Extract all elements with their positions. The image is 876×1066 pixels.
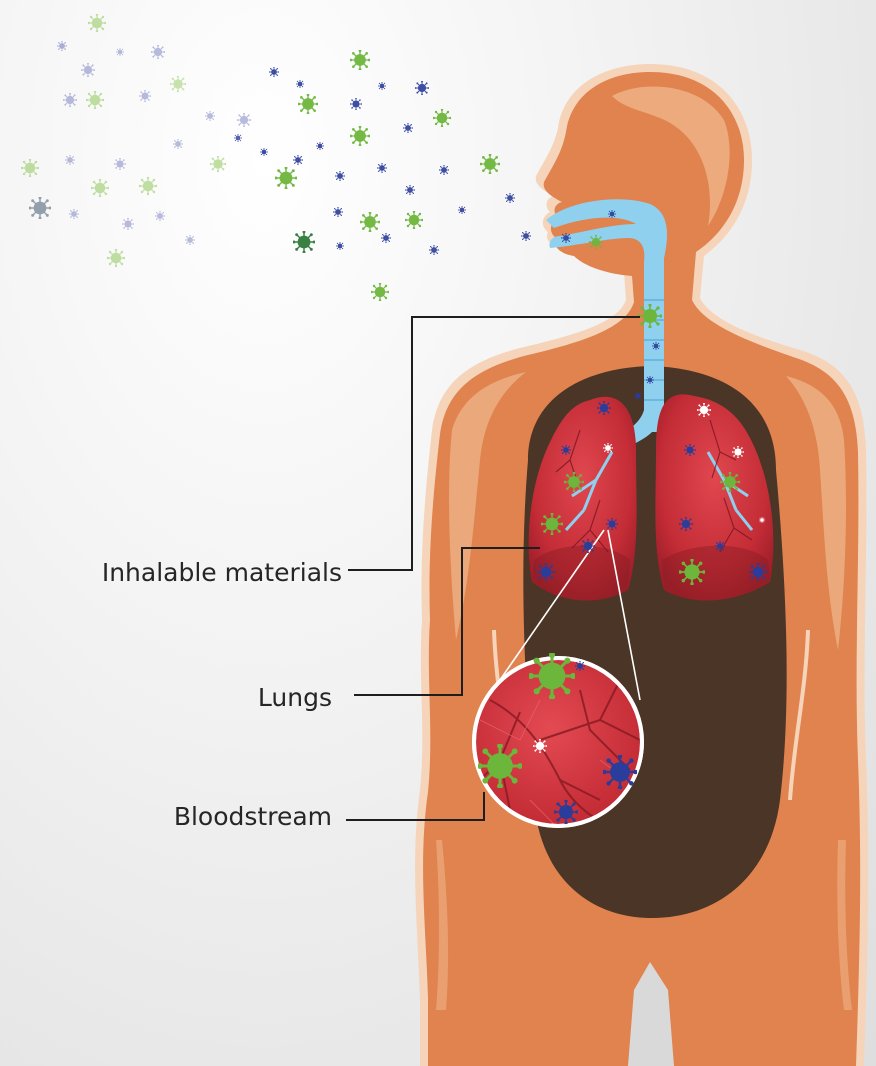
- virus-particle-icon: [86, 91, 105, 110]
- virus-particle-icon: [477, 743, 523, 789]
- virus-particle-icon: [21, 159, 40, 178]
- virus-particle-icon: [116, 48, 124, 56]
- virus-particle-icon: [139, 177, 158, 196]
- virus-particle-icon: [107, 249, 126, 268]
- virus-particle-icon: [122, 218, 135, 231]
- virus-particle-icon: [505, 193, 516, 204]
- virus-particle-icon: [403, 123, 414, 134]
- virus-particle-icon: [65, 155, 76, 166]
- virus-particle-icon: [439, 165, 450, 176]
- virus-particle-icon: [697, 403, 712, 418]
- virus-particle-icon: [715, 541, 726, 552]
- virus-particle-icon: [234, 134, 242, 142]
- virus-particle-icon: [139, 90, 152, 103]
- virus-particle-icon: [350, 98, 363, 111]
- virus-particle-icon: [63, 93, 78, 108]
- virus-particle-icon: [678, 558, 705, 585]
- virus-particle-icon: [237, 113, 252, 128]
- virus-particle-icon: [634, 392, 642, 400]
- virus-particle-icon: [360, 212, 381, 233]
- virus-particle-icon: [458, 206, 466, 214]
- virus-particle-icon: [28, 196, 51, 219]
- virus-particle-icon: [298, 94, 319, 115]
- virus-particle-icon: [561, 233, 572, 244]
- virus-particle-icon: [603, 443, 614, 454]
- virus-particle-icon: [533, 739, 548, 754]
- virus-particle-icon: [81, 63, 96, 78]
- bloodstream-label: Bloodstream: [174, 802, 332, 831]
- virus-particle-icon: [480, 154, 501, 175]
- virus-particle-icon: [170, 76, 187, 93]
- virus-particle-icon: [759, 517, 765, 523]
- virus-particle-icon: [646, 376, 654, 384]
- virus-particle-icon: [57, 41, 68, 52]
- virus-particle-icon: [335, 171, 346, 182]
- virus-particle-icon: [597, 401, 612, 416]
- virus-particle-icon: [173, 139, 184, 150]
- virus-particle-icon: [350, 50, 371, 71]
- virus-particle-icon: [608, 210, 616, 218]
- virus-particle-icon: [69, 209, 80, 220]
- virus-particle-icon: [679, 517, 694, 532]
- virus-particle-icon: [91, 179, 110, 198]
- virus-particle-icon: [381, 233, 392, 244]
- virus-particle-icon: [274, 166, 297, 189]
- virus-particle-icon: [564, 472, 585, 493]
- virus-particle-icon: [575, 661, 586, 672]
- virus-particle-icon: [720, 472, 741, 493]
- virus-particle-icon: [732, 446, 745, 459]
- virus-particle-icon: [637, 303, 662, 328]
- virus-particle-icon: [684, 444, 697, 457]
- virus-particle-icon: [350, 126, 371, 147]
- virus-particle-icon: [371, 283, 390, 302]
- virus-particle-icon: [589, 235, 604, 250]
- virus-particle-icon: [336, 242, 344, 250]
- virus-particle-icon: [155, 211, 166, 222]
- virus-particle-icon: [528, 652, 576, 700]
- virus-particle-icon: [210, 156, 227, 173]
- virus-particle-icon: [377, 163, 388, 174]
- virus-particle-icon: [433, 109, 452, 128]
- virus-particle-icon: [405, 185, 416, 196]
- virus-particle-icon: [606, 518, 619, 531]
- virus-particle-icon: [333, 207, 344, 218]
- inhalable-materials-label: Inhalable materials: [102, 558, 342, 587]
- virus-particle-icon: [749, 563, 768, 582]
- virus-particle-icon: [185, 235, 196, 246]
- virus-particle-icon: [581, 539, 596, 554]
- virus-particle-icon: [114, 158, 127, 171]
- virus-particle-icon: [553, 799, 578, 824]
- virus-particle-icon: [652, 342, 660, 350]
- virus-particle-icon: [296, 80, 304, 88]
- virus-particle-icon: [292, 230, 315, 253]
- virus-particle-icon: [415, 81, 430, 96]
- virus-particle-icon: [537, 563, 556, 582]
- virus-particle-icon: [88, 14, 107, 33]
- virus-particle-icon: [540, 512, 563, 535]
- virus-particle-icon: [405, 211, 424, 230]
- virus-particle-icon: [521, 231, 532, 242]
- virus-particle-icon: [561, 445, 572, 456]
- virus-particle-icon: [316, 142, 324, 150]
- virus-particle-icon: [293, 155, 304, 166]
- virus-particle-icon: [151, 45, 166, 60]
- virus-particle-icon: [260, 148, 268, 156]
- lungs-label: Lungs: [258, 683, 332, 712]
- virus-particle-icon: [429, 245, 440, 256]
- virus-particle-icon: [205, 111, 216, 122]
- virus-particle-icon: [269, 67, 280, 78]
- virus-particle-icon: [602, 754, 638, 790]
- virus-particle-icon: [378, 82, 386, 90]
